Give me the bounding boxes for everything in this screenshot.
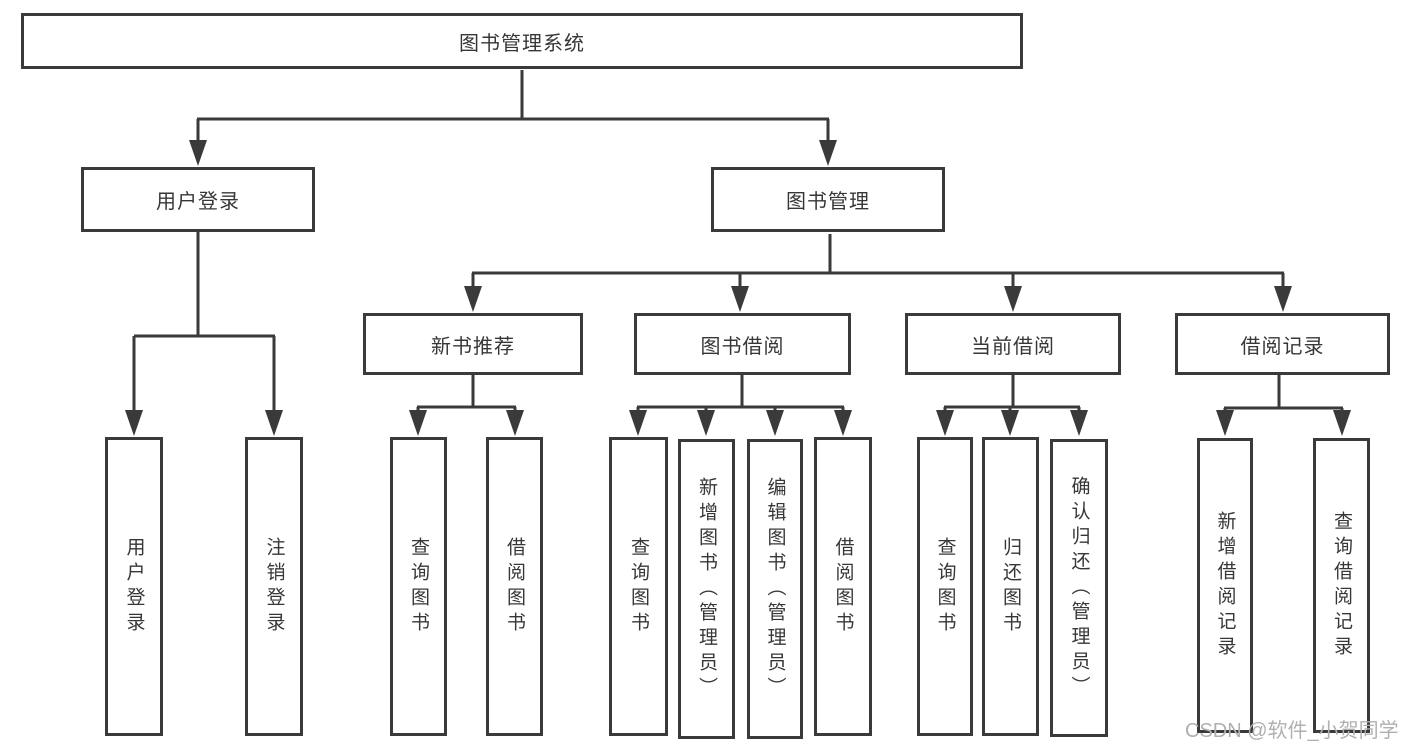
csdn-watermark: CSDN @软件_小贺同学 bbox=[1185, 720, 1399, 742]
leaf-query-books-recommend: 查询图书 bbox=[390, 437, 447, 736]
leaf-query-books-current-label: 查询图书 bbox=[934, 536, 956, 637]
node-new-book-recommend: 新书推荐 bbox=[363, 313, 583, 375]
leaf-add-books-admin: 新增图书（管理员） bbox=[678, 439, 735, 739]
node-borrow-records-label: 借阅记录 bbox=[1240, 335, 1325, 358]
leaf-logout: 注销登录 bbox=[245, 437, 303, 736]
node-current-borrowing: 当前借阅 bbox=[905, 313, 1121, 375]
node-new-book-recommend-label: 新书推荐 bbox=[431, 335, 515, 358]
node-book-management: 图书管理 bbox=[711, 167, 945, 232]
leaf-add-borrow-record: 新增借阅记录 bbox=[1197, 438, 1253, 733]
leaf-user-login: 用户登录 bbox=[105, 437, 163, 736]
leaf-query-books-current: 查询图书 bbox=[917, 437, 973, 736]
node-borrow-records: 借阅记录 bbox=[1175, 313, 1390, 375]
leaf-query-books-borrowing-label: 查询图书 bbox=[628, 536, 649, 637]
leaf-borrow-books-recommend-label: 借阅图书 bbox=[504, 536, 525, 637]
leaf-borrow-books-borrowing-label: 借阅图书 bbox=[832, 536, 854, 637]
node-root: 图书管理系统 bbox=[21, 13, 1023, 69]
leaf-query-books-borrowing: 查询图书 bbox=[609, 437, 668, 736]
leaf-edit-books-admin-label: 编辑图书（管理员） bbox=[764, 476, 786, 702]
leaf-borrow-books-borrowing: 借阅图书 bbox=[814, 437, 872, 736]
leaf-confirm-return-admin: 确认归还（管理员） bbox=[1050, 439, 1108, 737]
leaf-query-borrow-record: 查询借阅记录 bbox=[1313, 438, 1370, 733]
node-book-management-label: 图书管理 bbox=[786, 191, 870, 213]
leaf-query-borrow-record-label: 查询借阅记录 bbox=[1331, 510, 1352, 661]
node-user-login: 用户登录 bbox=[81, 167, 315, 232]
leaf-add-borrow-record-label: 新增借阅记录 bbox=[1214, 510, 1236, 661]
leaf-query-books-recommend-label: 查询图书 bbox=[408, 536, 429, 637]
leaf-return-books-label: 归还图书 bbox=[1000, 536, 1021, 637]
leaf-logout-label: 注销登录 bbox=[263, 536, 285, 637]
leaf-edit-books-admin: 编辑图书（管理员） bbox=[747, 439, 803, 739]
leaf-borrow-books-recommend: 借阅图书 bbox=[486, 437, 543, 736]
node-user-login-label: 用户登录 bbox=[156, 191, 240, 213]
node-root-label: 图书管理系统 bbox=[459, 32, 585, 55]
node-current-borrowing-label: 当前借阅 bbox=[971, 335, 1055, 358]
leaf-user-login-label: 用户登录 bbox=[123, 536, 145, 637]
node-book-borrowing: 图书借阅 bbox=[634, 313, 851, 375]
leaf-add-books-admin-label: 新增图书（管理员） bbox=[696, 476, 717, 702]
leaf-confirm-return-admin-label: 确认归还（管理员） bbox=[1068, 475, 1090, 701]
node-book-borrowing-label: 图书借阅 bbox=[700, 335, 785, 358]
leaf-return-books: 归还图书 bbox=[982, 437, 1039, 736]
